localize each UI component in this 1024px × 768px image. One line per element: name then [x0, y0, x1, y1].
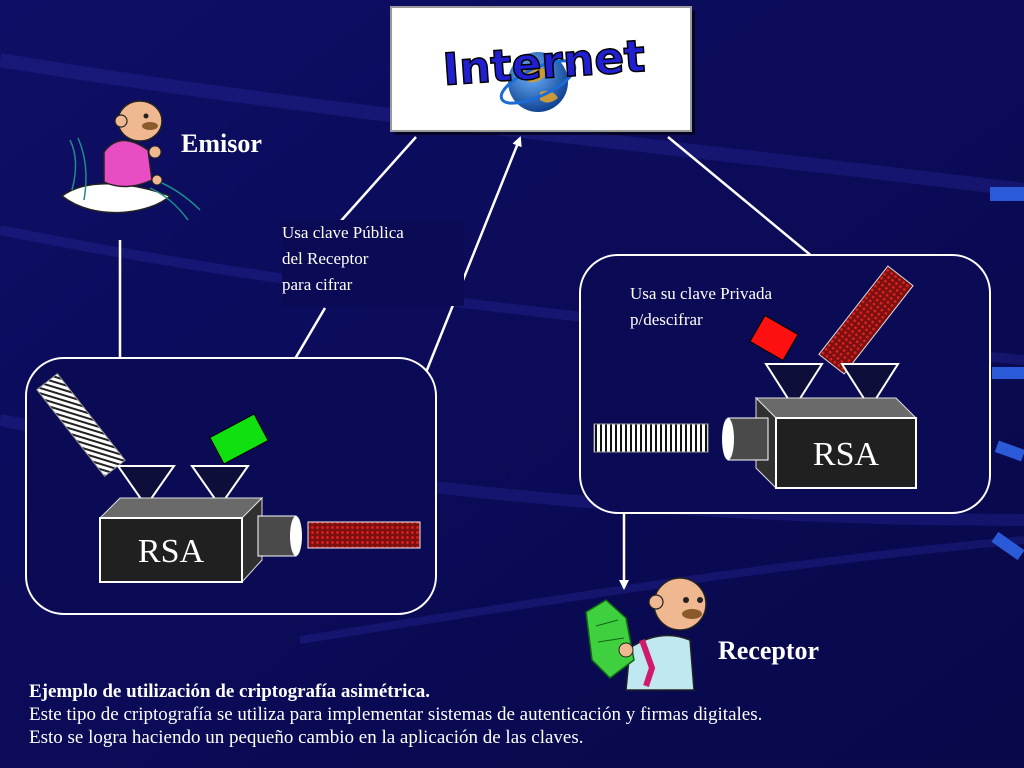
edge-bars — [990, 187, 1024, 561]
internet-banner: Internet — [390, 6, 695, 135]
key-funnel — [190, 465, 250, 508]
public-key — [209, 413, 269, 465]
input-funnel-right — [840, 363, 900, 410]
note-private-key: Usa su clave Privada p/descifrar — [630, 281, 830, 333]
decrypt-panel — [579, 254, 991, 514]
ciphertext-input — [818, 265, 914, 375]
encrypt-panel — [25, 357, 437, 615]
caption-line2: Este tipo de criptografía se utiliza par… — [29, 704, 763, 725]
note-private-line2: p/descifrar — [630, 310, 703, 329]
rsa-machine-right — [775, 417, 917, 489]
note-public-line3: para cifrar — [282, 275, 353, 294]
caption-line3: Esto se logra haciendo un pequeño cambio… — [29, 727, 584, 748]
internet-label: Internet — [441, 31, 647, 96]
emisor-label: Emisor — [181, 129, 262, 158]
input-funnel — [116, 465, 176, 508]
arrow-internet-to-note — [339, 136, 417, 223]
caption: Ejemplo de utilización de criptografía a… — [29, 680, 762, 749]
ciphertext-output — [307, 521, 421, 549]
note-public-line1: Usa clave Pública — [282, 223, 404, 242]
key-funnel-right — [764, 363, 824, 410]
note-public-key: Usa clave Pública del Receptor para cifr… — [282, 220, 464, 306]
plaintext-output — [593, 423, 709, 453]
receptor-figure — [585, 577, 707, 691]
receptor-label: Receptor — [718, 636, 820, 665]
emisor-figure — [60, 100, 201, 221]
money-bills — [585, 599, 635, 679]
rsa-machine-left — [99, 517, 243, 583]
plaintext-document — [36, 372, 126, 478]
rsa-label-left: RSA — [138, 533, 205, 570]
rsa-label-right: RSA — [813, 436, 880, 473]
caption-title: Ejemplo de utilización de criptografía a… — [29, 681, 431, 702]
note-public-line2: del Receptor — [282, 249, 369, 268]
note-private-line1: Usa su clave Privada — [630, 284, 773, 303]
private-key — [749, 314, 799, 362]
